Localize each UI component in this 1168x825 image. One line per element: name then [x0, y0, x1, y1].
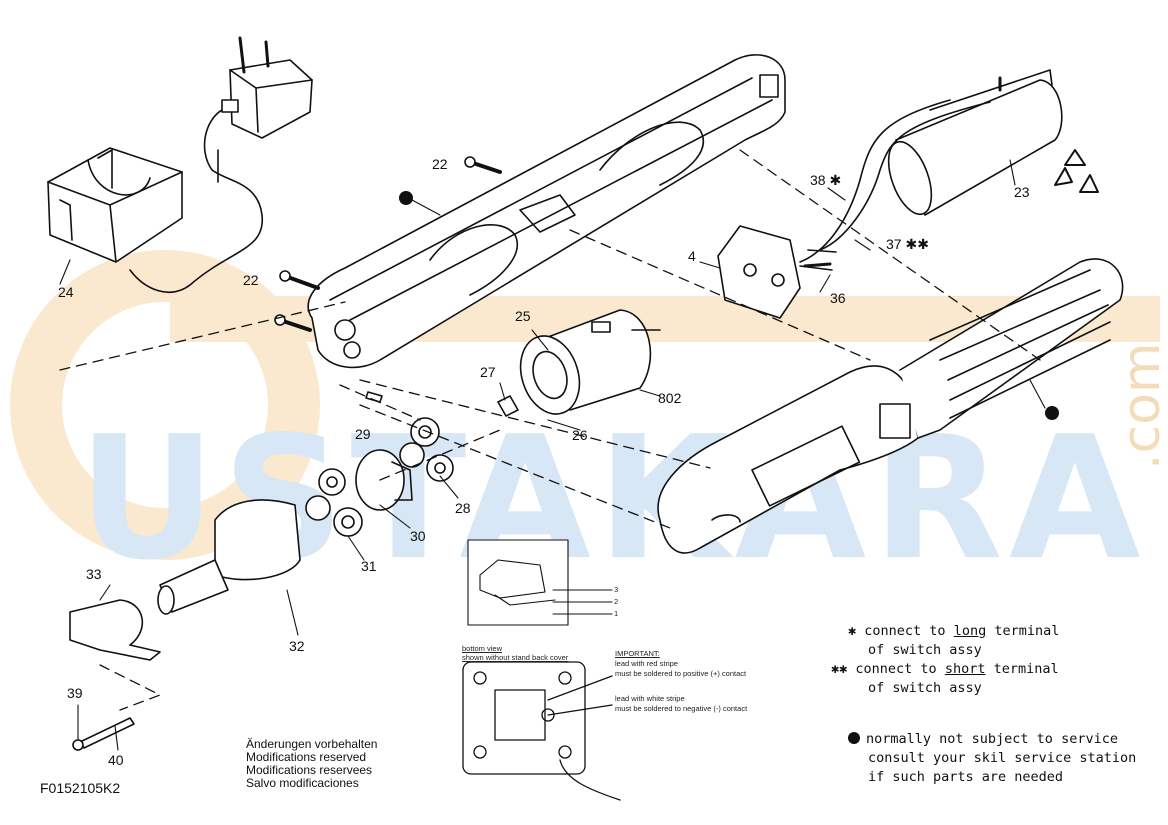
inset2-white-1: lead with white stripe	[615, 694, 685, 703]
wire-leads	[799, 99, 991, 263]
modifications-note: Änderungen vorbehalten Modifications res…	[246, 737, 378, 790]
charging-stand	[47, 147, 183, 263]
inset2-red-1: lead with red stripe	[615, 659, 678, 668]
part-27: 27	[480, 364, 496, 380]
inset1-label-1: 1	[614, 609, 619, 618]
legend-not-serviceable: normally not subject to service consult …	[848, 730, 1136, 787]
clip	[69, 599, 161, 661]
part-22-side: 22	[243, 272, 259, 288]
planet-gears	[305, 417, 454, 537]
inset-bottom-view	[462, 661, 621, 801]
screws	[274, 156, 502, 332]
part-24: 24	[58, 284, 74, 300]
battery-pack	[887, 69, 1063, 216]
part-22-top: 22	[432, 156, 448, 172]
pinion	[497, 395, 519, 417]
part-38: 38 ✱	[810, 172, 842, 188]
inset2-red-2: must be soldered to positive (+) contact	[615, 669, 747, 678]
switch-assy	[717, 225, 837, 319]
housing-half	[307, 54, 786, 369]
part-28: 28	[455, 500, 471, 516]
part-29: 29	[355, 426, 371, 442]
terminal-36	[803, 262, 832, 268]
part-25: 25	[515, 308, 531, 324]
recycle-symbol	[1054, 149, 1099, 193]
part-39: 39	[67, 685, 83, 701]
part-30: 30	[410, 528, 426, 544]
part-31: 31	[361, 558, 377, 574]
part-26: 26	[572, 427, 588, 443]
leader-lines	[59, 159, 1046, 751]
drawing-code: F0152105K2	[40, 780, 121, 796]
legend-long-terminal: ✱ connect to long terminal of switch ass…	[848, 623, 1060, 658]
inset1-label-3: 3	[614, 585, 619, 594]
inset2-important: IMPORTANT:	[615, 649, 660, 658]
inset-terminal-view	[467, 539, 613, 626]
single-star-icon: ✱	[848, 623, 857, 639]
part-802: 802	[658, 390, 682, 406]
part-33: 33	[86, 566, 102, 582]
inset2-title-1: bottom view	[462, 644, 503, 653]
part-23: 23	[1014, 184, 1030, 200]
gear-housing	[157, 499, 301, 615]
assembly-lines	[59, 149, 1041, 711]
part-37: 37 ✱✱	[886, 236, 929, 252]
power-adapter	[129, 36, 313, 294]
handle-housing	[657, 258, 1124, 554]
double-star-icon: ✱✱	[831, 661, 848, 677]
part-32: 32	[289, 638, 305, 654]
non-serviceable-markers	[399, 191, 1059, 420]
part-4: 4	[688, 248, 696, 264]
motor	[519, 309, 661, 415]
inset1-label-2: 2	[614, 597, 619, 606]
screwdriver-bit	[72, 717, 135, 751]
part-40: 40	[108, 752, 124, 768]
filled-dot-icon	[848, 732, 860, 744]
inset2-white-2: must be soldered to negative (-) contact	[615, 704, 748, 713]
legend-short-terminal: ✱✱ connect to short terminal of switch a…	[831, 661, 1059, 696]
inset2-title-2: shown without stand back cover	[462, 653, 569, 662]
part-36: 36	[830, 290, 846, 306]
